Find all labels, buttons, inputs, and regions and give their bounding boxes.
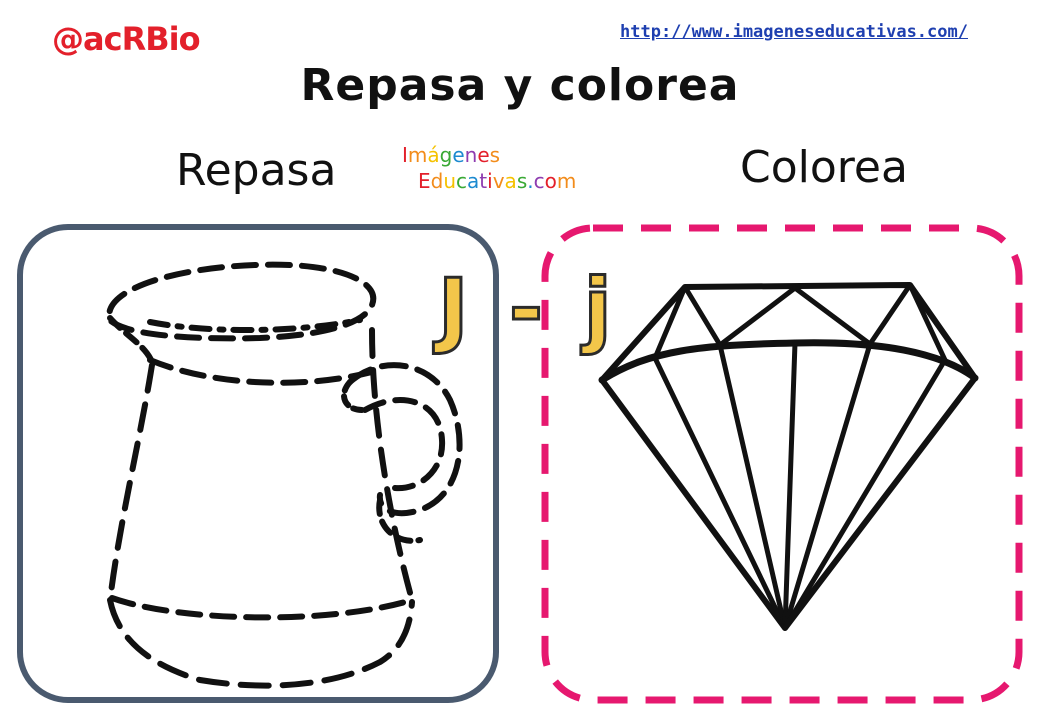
right-panel-frame	[541, 224, 1023, 704]
colorea-label: Colorea	[740, 142, 908, 193]
logo-line-2: Educativas.com	[418, 169, 577, 193]
brand-signature: @acRBio	[52, 20, 201, 58]
diamond-color-drawing	[598, 282, 979, 631]
logo-line-1: Imágenes	[402, 143, 501, 167]
letter-pair-j: J - j	[437, 261, 618, 359]
jug-trace-drawing	[105, 261, 463, 689]
repasa-label: Repasa	[176, 145, 337, 196]
source-url-link[interactable]: http://www.imageneseducativas.com/	[620, 22, 968, 42]
imagenes-educativas-logo: Imágenes Educativas.com	[400, 142, 615, 202]
page-title: Repasa y colorea	[300, 60, 740, 111]
left-panel-frame	[17, 224, 499, 703]
